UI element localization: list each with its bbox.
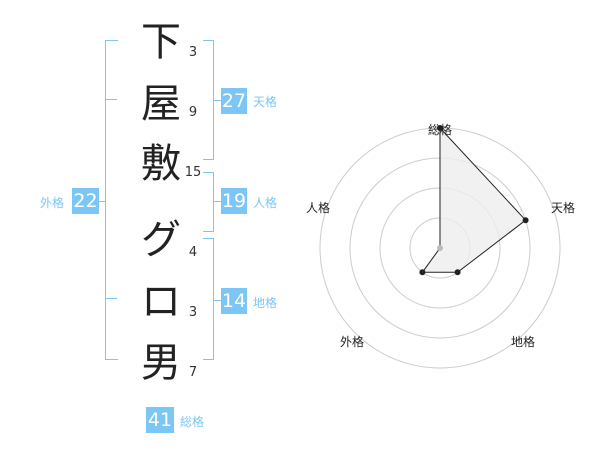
gaikaku-bracket-tick-lower (105, 298, 117, 299)
chikaku-value: 14 (221, 288, 247, 314)
radar-label-jinkaku: 人格 (306, 201, 331, 215)
radar-point-2 (454, 269, 461, 276)
radar-center-dot (437, 245, 443, 251)
jinkaku-bracket (203, 172, 214, 232)
name-char-3: 敷 (141, 141, 181, 187)
tenkaku-value: 27 (221, 88, 247, 114)
tenkaku-label: 天格 (253, 95, 278, 109)
gaikaku-bracket (105, 40, 118, 360)
jinkaku-connector (213, 201, 221, 202)
chikaku-label: 地格 (253, 296, 278, 310)
stroke-count-6: 7 (188, 365, 198, 380)
soukaku-label: 総格 (180, 415, 205, 429)
gaikaku-connector (99, 201, 105, 202)
radar-area (421, 126, 527, 273)
radar-label-soukaku: 総格 (428, 123, 453, 137)
jinkaku-label: 人格 (253, 196, 278, 210)
name-char-6: 男 (141, 340, 181, 386)
stroke-count-2: 9 (188, 105, 198, 120)
radar-label-chikaku: 地格 (511, 335, 536, 349)
stroke-count-5: 3 (188, 305, 198, 320)
chikaku-bracket (203, 238, 214, 360)
stroke-count-3: 15 (184, 165, 202, 180)
name-char-1: 下 (141, 19, 181, 65)
radar-label-gaikaku: 外格 (340, 335, 365, 349)
gaikaku-bracket-tick-upper (105, 99, 117, 100)
jinkaku-value: 19 (221, 188, 247, 214)
tenkaku-connector (213, 100, 221, 101)
radar-point-1 (522, 217, 529, 224)
radar-point-0 (437, 125, 443, 131)
radar-label-tenkaku: 天格 (551, 201, 576, 215)
name-char-4: グ (141, 217, 181, 263)
gaikaku-label: 外格 (40, 196, 65, 210)
stroke-count-1: 3 (188, 45, 198, 60)
gaikaku-value: 22 (72, 188, 99, 214)
name-char-5: ロ (141, 279, 181, 325)
stroke-count-4: 4 (188, 245, 198, 260)
name-char-2: 屋 (141, 81, 181, 127)
soukaku-value: 41 (146, 407, 174, 433)
radar-point-3 (419, 269, 426, 276)
chikaku-connector (213, 300, 221, 301)
